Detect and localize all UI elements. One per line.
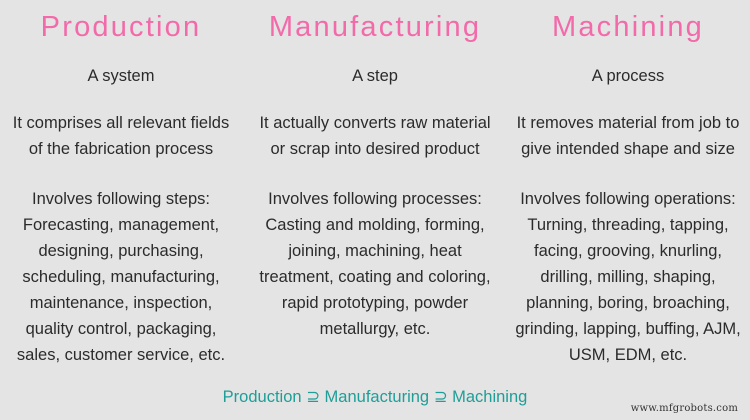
description-line: give intended shape and size (521, 140, 735, 158)
list-line: planning, boring, broaching, (526, 294, 730, 312)
relation-footer: Production ⊇ Manufacturing ⊇ Machining (222, 388, 528, 406)
list-heading: Involves following processes: (268, 190, 482, 208)
description-line: of the fabrication process (28, 140, 214, 158)
description-line: or scrap into desired product (270, 140, 480, 158)
list-line: sales, customer service, etc. (16, 346, 226, 364)
list-line: drilling, milling, shaping, (540, 268, 716, 286)
comparison-columns: Production A system It comprises all rel… (0, 11, 750, 368)
list-line: metallurgy, etc. (319, 320, 431, 338)
column-title: Production (40, 11, 202, 43)
watermark: www.mfgrobots.com (630, 403, 738, 414)
column-title: Machining (552, 11, 704, 43)
column-list: Involves following operations: Turning, … (503, 186, 750, 368)
list-line: maintenance, inspection, (29, 294, 213, 312)
list-line: rapid prototyping, powder (281, 294, 469, 312)
list-line: scheduling, manufacturing, (22, 268, 220, 286)
column-list: Involves following steps: Forecasting, m… (0, 186, 246, 368)
description-line: It comprises all relevant fields (12, 114, 230, 132)
list-line: quality control, packaging, (25, 320, 217, 338)
column-subtitle: A step (352, 67, 398, 85)
list-line: grinding, lapping, buffing, AJM, (515, 320, 741, 338)
column-list: Involves following processes: Casting an… (250, 186, 500, 342)
list-line: Forecasting, management, (22, 216, 220, 234)
list-line: designing, purchasing, (38, 242, 204, 260)
column-description: It actually converts raw material or scr… (250, 110, 500, 162)
list-line: Casting and molding, forming, (265, 216, 485, 234)
description-line: It actually converts raw material (259, 114, 491, 132)
column-subtitle: A process (591, 67, 665, 85)
list-line: joining, machining, heat (288, 242, 462, 260)
column-description: It comprises all relevant fields of the … (0, 110, 246, 162)
list-line: treatment, coating and coloring, (259, 268, 491, 286)
column-subtitle: A system (87, 67, 155, 85)
list-line: Turning, threading, tapping, (527, 216, 729, 234)
list-line: facing, grooving, knurling, (533, 242, 723, 260)
list-line: USM, EDM, etc. (568, 346, 688, 364)
list-heading: Involves following operations: (520, 190, 736, 208)
column-description: It removes material from job to give int… (503, 110, 750, 162)
list-heading: Involves following steps: (32, 190, 210, 208)
column-title: Manufacturing (268, 11, 482, 43)
description-line: It removes material from job to (516, 114, 740, 132)
